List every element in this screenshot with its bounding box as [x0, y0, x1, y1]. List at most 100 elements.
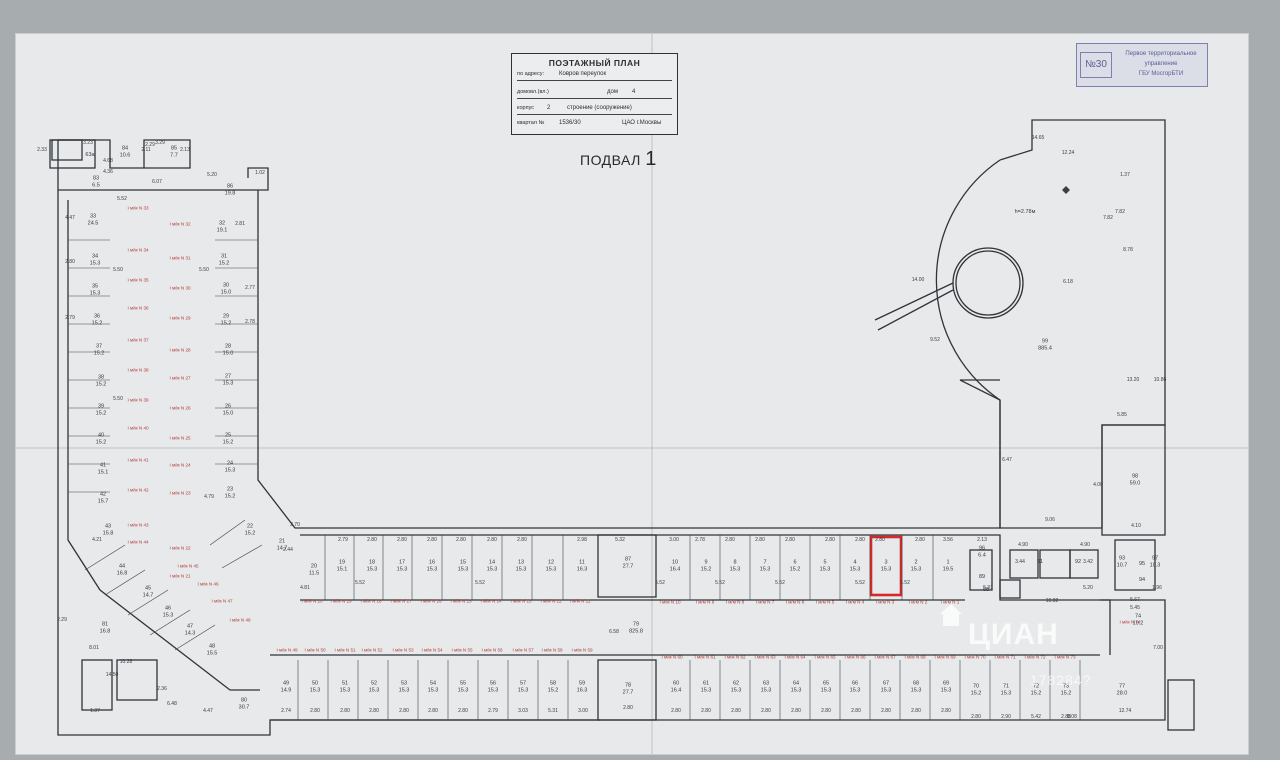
dimension-label: 5.31 — [983, 585, 993, 591]
dimension-label: 3.44 — [1015, 559, 1025, 565]
parking-place-label: I м/м N 56 — [481, 647, 503, 653]
parking-place-label: I м/м N 51 — [334, 647, 356, 653]
room-area: 15.8 — [102, 530, 114, 536]
room-number: 11 — [579, 559, 585, 566]
dimension-label: 2.74 — [281, 708, 291, 714]
dimension-label: 1.37 — [90, 708, 100, 714]
title-heading: ПОЭТАЖНЫЙ ПЛАН — [548, 58, 641, 68]
room-area: 15.5 — [206, 650, 218, 656]
room-number: 57 — [519, 680, 527, 687]
dimension-label: 10.28 — [119, 659, 133, 665]
address-value: Ковров переулок — [559, 71, 607, 77]
room-label-88: 88 — [983, 587, 989, 594]
room-area: 19.1 — [216, 227, 228, 233]
dimension-label: 2.13 — [977, 537, 987, 543]
room-number: 22 — [246, 523, 254, 530]
dimension-label: 2.80 — [428, 708, 438, 714]
house-label: домовл.(вл.) — [517, 89, 549, 95]
stamp-org-line2: управление — [1144, 61, 1178, 67]
dimension-label: 2.80 — [825, 537, 835, 543]
parking-place-label: I м/м N 45 — [177, 563, 199, 569]
room-area: 15.3 — [396, 566, 408, 572]
dimension-label: 5.52 — [475, 580, 485, 586]
dimension-label: 2.80 — [725, 537, 735, 543]
dimension-label: 9.52 — [930, 337, 940, 343]
dimension-label: 7.82 — [1103, 215, 1113, 221]
room-area: 27.7 — [622, 689, 634, 695]
dimension-label: 2.80 — [785, 537, 795, 543]
dimension-label: 10.82 — [1045, 598, 1059, 604]
room-area: 15.3 — [89, 290, 101, 296]
parking-place-label: I м/м N 69 — [934, 654, 956, 660]
room-area: 59.0 — [1129, 480, 1141, 486]
room-area: 15.3 — [486, 566, 498, 572]
dimension-label: 4.47 — [65, 215, 75, 221]
parking-place-label: I м/м N 8 — [725, 599, 745, 605]
paper-fold — [651, 34, 653, 754]
dimension-label: 5.20 — [207, 172, 217, 178]
parking-place-label: I м/м N 54 — [421, 647, 443, 653]
dimension-label: 5.52 — [117, 196, 127, 202]
dimension-label: 5.20 — [1083, 585, 1093, 591]
parking-place-label: I м/м N 42 — [127, 487, 149, 493]
room-area: 15.3 — [427, 687, 439, 693]
room-number: 40 — [97, 432, 105, 439]
room-number: 4 — [853, 559, 857, 566]
parking-place-label: I м/м N 55 — [451, 647, 473, 653]
room-number: 53 — [400, 680, 408, 687]
room-number: 24 — [226, 460, 234, 467]
dimension-label: 14.50 — [105, 672, 119, 678]
parking-place-label: I м/м N 74 — [1119, 619, 1141, 625]
dimension-label: 2.79 — [488, 708, 498, 714]
dimension-label: 7.82 — [1115, 209, 1125, 215]
room-area: 15.3 — [729, 566, 741, 572]
bti-stamp: №30 Первое территориальное управление ГБ… — [1076, 43, 1208, 87]
room-area: 15.3 — [880, 687, 892, 693]
parking-place-label: I м/м N 26 — [169, 405, 191, 411]
dimension-label: 4.90 — [1080, 542, 1090, 548]
dimension-label: 2.80 — [791, 708, 801, 714]
room-area: 19.5 — [942, 566, 954, 572]
room-number: 54 — [429, 680, 437, 687]
room-number: 23 — [226, 486, 234, 493]
dimension-label: 2.44 — [283, 547, 293, 553]
room-area: 14.7 — [142, 592, 154, 598]
dimension-label: 2.80 — [427, 537, 437, 543]
parking-place-label: I м/м N 9 — [695, 599, 715, 605]
room-area: 15.3 — [819, 566, 831, 572]
dimension-label: 2.80 — [971, 714, 981, 720]
room-number: 69 — [942, 680, 950, 687]
room-number: 31 — [220, 253, 228, 260]
room-area: 10.6 — [119, 152, 131, 158]
parking-place-label: I м/м N 7 — [755, 599, 775, 605]
room-area: 15.3 — [426, 566, 438, 572]
dimension-label: 6.58 — [609, 629, 619, 635]
room-number: 59 — [578, 680, 586, 687]
room-number: 1 — [946, 559, 950, 566]
room-number: 17 — [398, 559, 406, 566]
room-area: 15.3 — [487, 687, 499, 693]
room-number: 99 — [1041, 338, 1049, 345]
dimension-label: 2.80 — [367, 537, 377, 543]
dimension-label: 2.79 — [338, 537, 348, 543]
room-number: 58 — [549, 680, 557, 687]
room-label-89: 89 — [979, 574, 985, 581]
dimension-label: 4.10 — [1131, 523, 1141, 529]
